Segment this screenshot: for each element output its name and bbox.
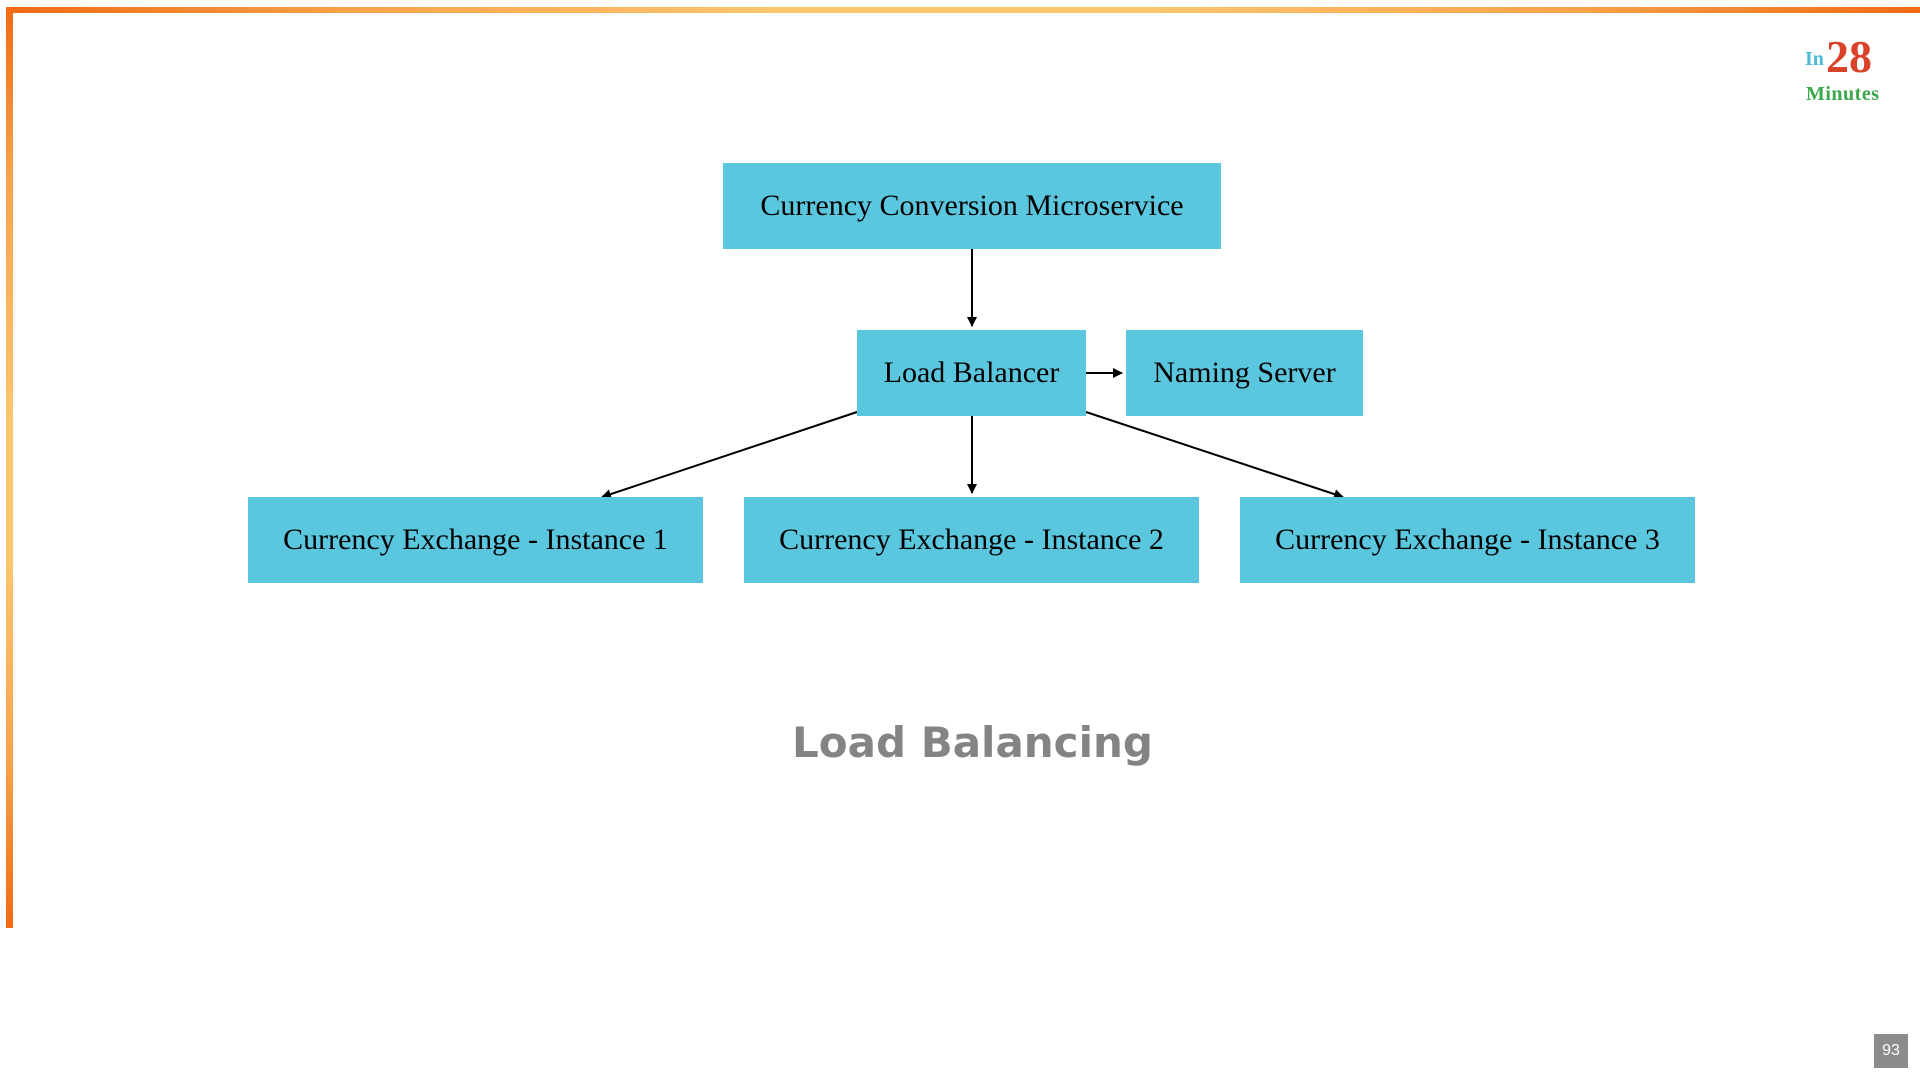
node-load-balancer: Load Balancer [857,330,1086,416]
slide-frame-left [6,7,13,928]
node-exchange-instance-3: Currency Exchange - Instance 3 [1240,497,1695,583]
edge-lb-to-instance-1 [601,411,858,499]
page-number-badge: 93 [1874,1034,1908,1068]
in28minutes-logo: In 28 Minutes [1804,34,1904,110]
slide-caption: Load Balancing [792,718,1153,767]
node-currency-conversion: Currency Conversion Microservice [723,163,1221,249]
slide-frame-top [6,7,1920,13]
edge-lb-to-instance-3 [1085,411,1344,499]
node-exchange-instance-2: Currency Exchange - Instance 2 [744,497,1199,583]
logo-number: 28 [1826,31,1872,82]
node-naming-server: Naming Server [1126,330,1363,416]
logo-prefix: In [1805,48,1824,70]
node-exchange-instance-1: Currency Exchange - Instance 1 [248,497,703,583]
logo-suffix: Minutes [1806,83,1880,105]
